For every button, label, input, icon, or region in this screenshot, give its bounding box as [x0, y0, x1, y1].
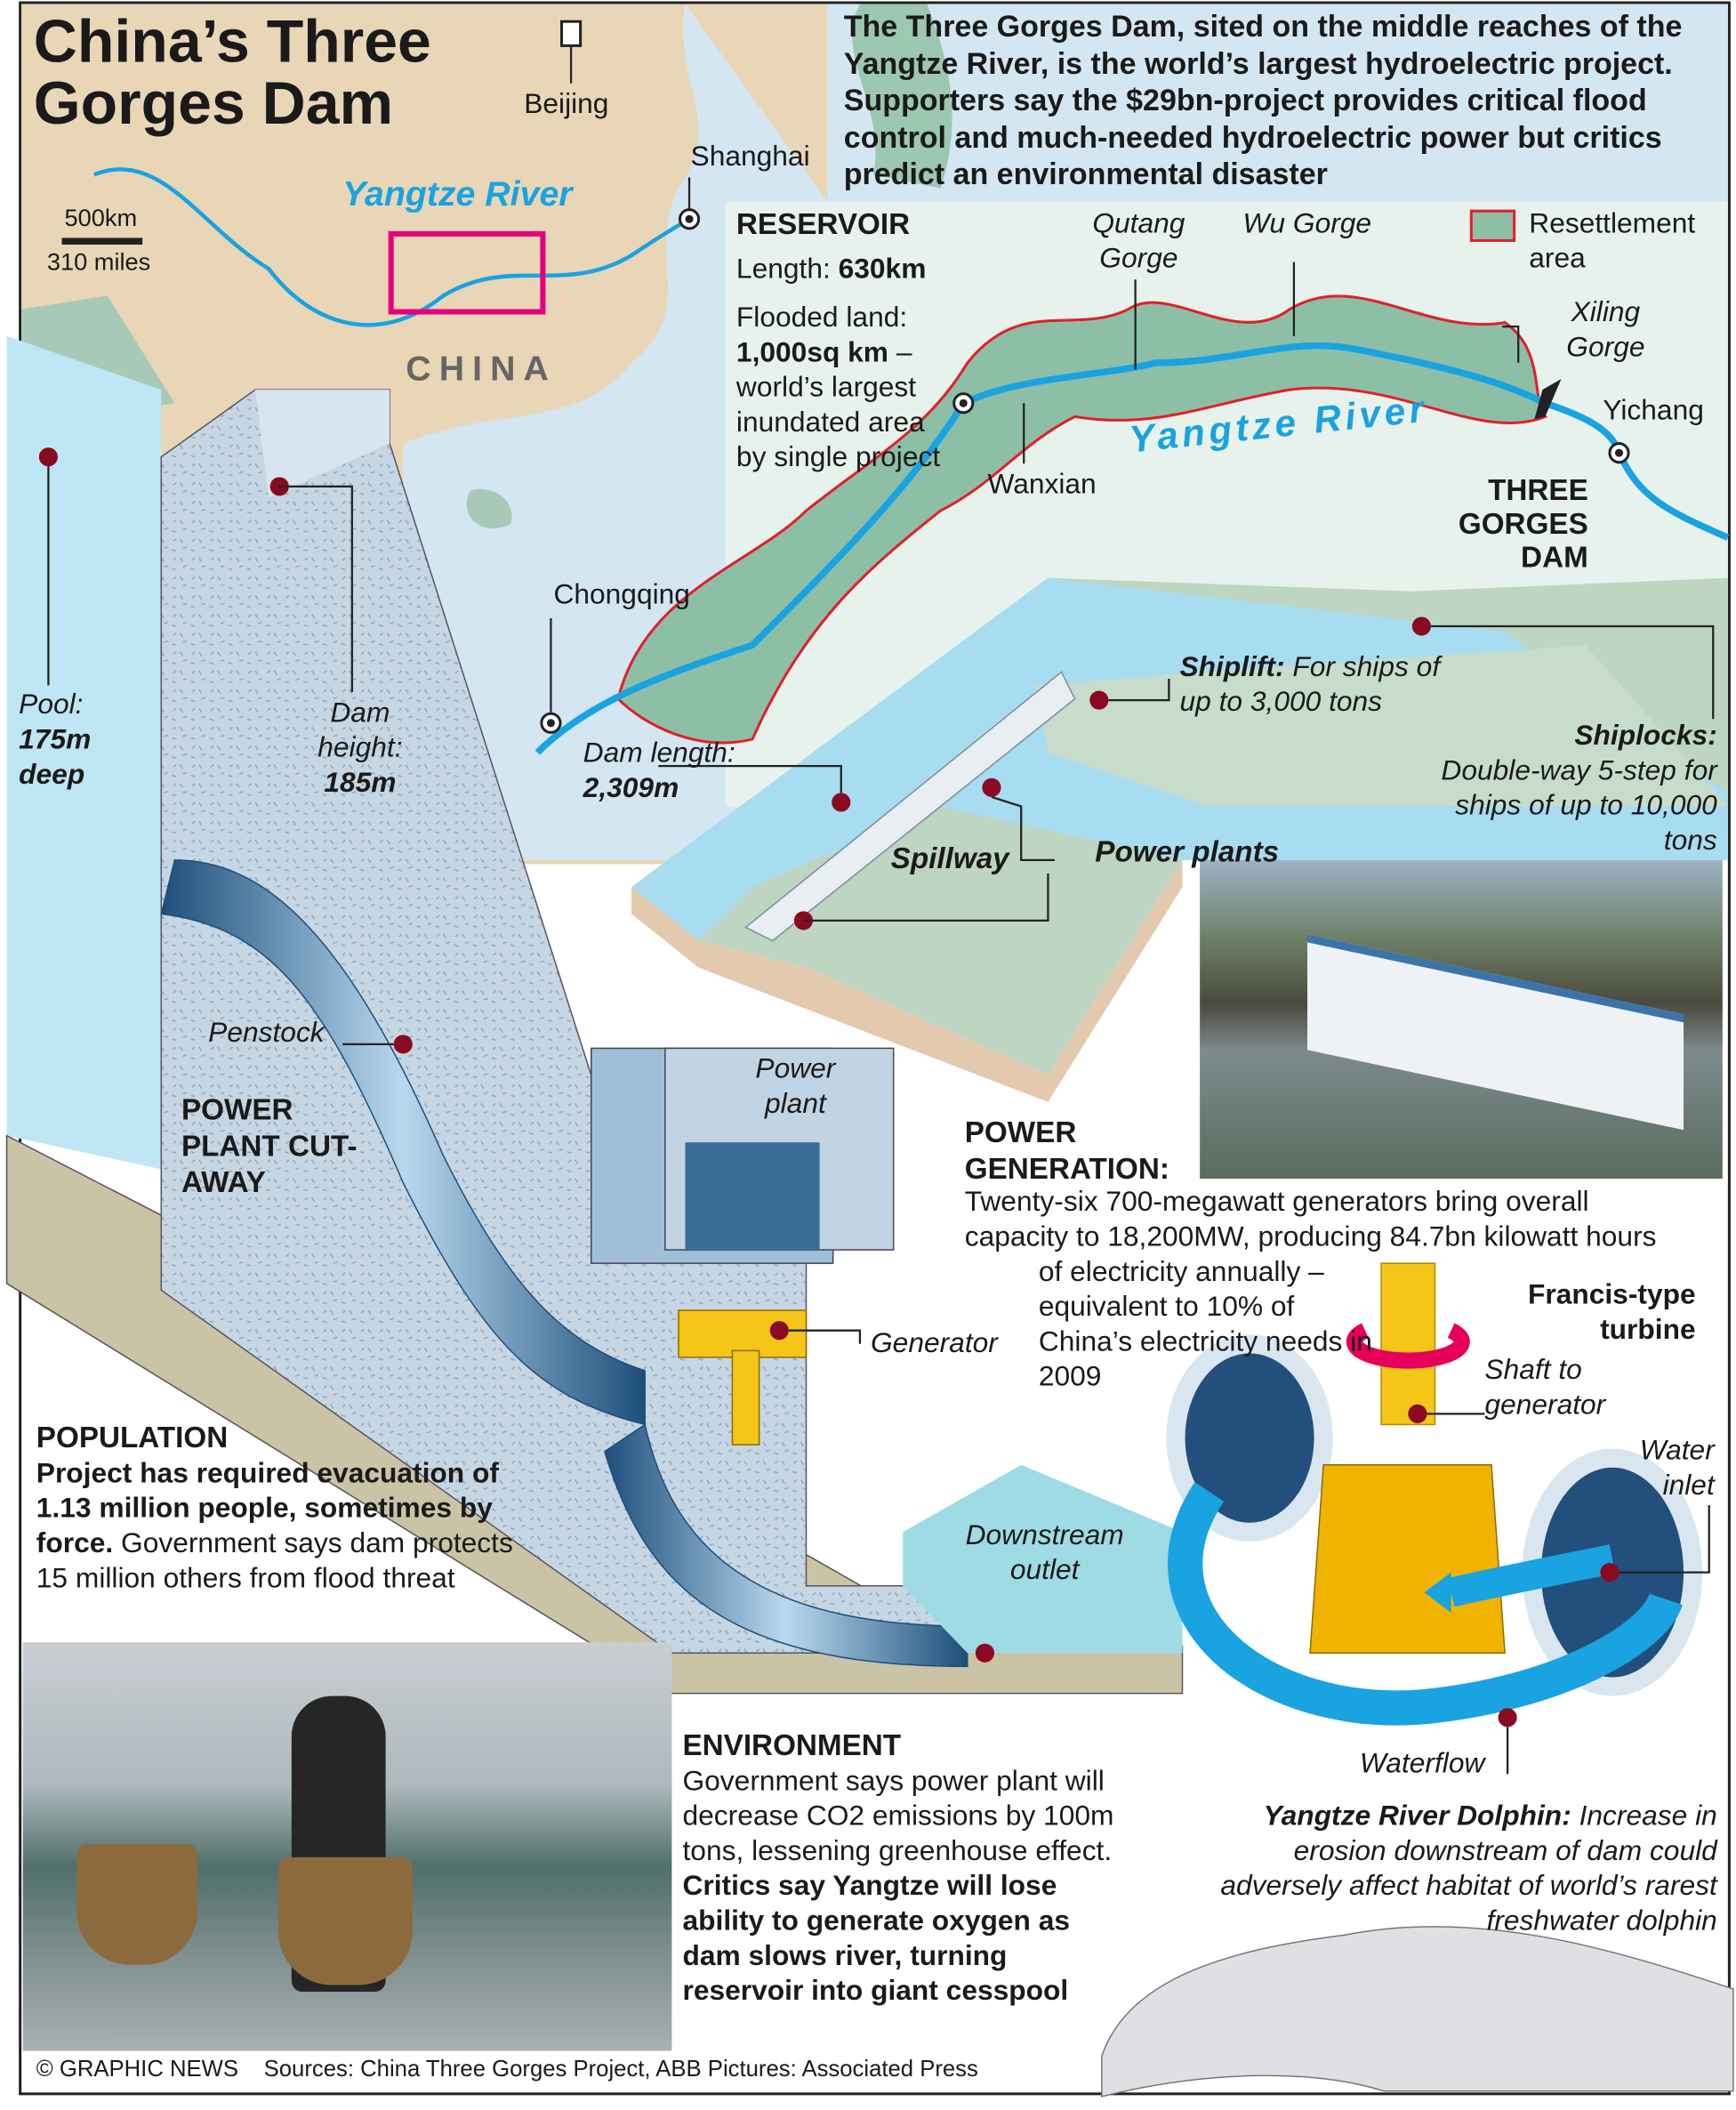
length-value: 630km — [838, 254, 927, 286]
qutang-gorge-label: Qutang Gorge — [1092, 208, 1185, 275]
footer: © GRAPHIC NEWS Sources: China Three Gorg… — [36, 2057, 978, 2082]
power-generation-text-2: capacity to 18,200MW, producing 84.7bn k… — [964, 1221, 1657, 1253]
city-beijing: Beijing — [524, 88, 609, 120]
shiplift-label: Shiplift: For ships of up to 3,000 tons — [1179, 650, 1448, 721]
shiplock-photo — [1200, 859, 1723, 1179]
rotation-arrow-icon — [1346, 1323, 1470, 1369]
waterflow-arrow-icon — [1168, 1482, 1684, 1726]
environment-bold-text: Critics say Yangtze will lose ability to… — [682, 1871, 1070, 2007]
turbine-heading: Francis-type turbine — [1527, 1279, 1696, 1346]
turbine-casing-left — [1166, 1334, 1333, 1542]
city-chongqing: Chongqing — [553, 579, 690, 610]
power-generation-text-3: of electricity annually – equivalent to … — [1038, 1256, 1372, 1393]
flooded-label: Flooded land: — [735, 302, 908, 334]
downstream-water — [903, 1464, 1183, 1654]
sea — [698, 4, 1728, 202]
resettlement-swatch — [1469, 209, 1516, 242]
dolphin-illustration — [1101, 1926, 1734, 2098]
city-yichang: Yichang — [1603, 395, 1704, 426]
shiplift-text: For ships of up to 3,000 tons — [1179, 651, 1441, 718]
dam-length-label: Dam length:2,309m — [583, 737, 735, 807]
basket — [76, 1843, 198, 1965]
waterflow-label: Waterflow — [1359, 1748, 1485, 1780]
population-heading: POPULATION — [36, 1420, 229, 1454]
page-title: China’s Three Gorges Dam — [33, 6, 431, 138]
reservoir-heading: RESERVOIR — [735, 206, 911, 241]
cutaway-heading: POWER PLANT CUT-AWAY — [181, 1092, 358, 1199]
pool-label: Pool:175m deep — [19, 689, 113, 793]
shiplocks-label: Shiplocks:Double-way 5-step for ships of… — [1424, 719, 1716, 858]
footer-credit: © GRAPHIC NEWS — [36, 2056, 239, 2082]
environment-block: ENVIRONMENT Government says power plant w… — [682, 1728, 1119, 2009]
resettlement-area — [616, 294, 1548, 745]
shaft-label: Shaft to generator — [1484, 1354, 1606, 1421]
dolphin-heading: Yangtze River Dolphin: — [1263, 1800, 1571, 1832]
footer-sources: Sources: China Three Gorges Project, ABB… — [263, 2056, 978, 2082]
outlet-pipe — [603, 1423, 968, 1668]
reservoir-flooded: Flooded land:1,000sq km – world’s larges… — [735, 302, 941, 473]
power-generation-heading: POWER GENERATION: — [964, 1115, 1169, 1186]
length-label: Length: — [735, 254, 831, 286]
korea — [852, 4, 952, 189]
flooded-value: 1,000sq km — [735, 337, 889, 368]
dam-height-value: 185m — [324, 767, 397, 799]
city-shanghai: Shanghai — [690, 141, 810, 173]
scale-km: 500km — [64, 204, 138, 231]
beijing-marker — [560, 20, 583, 47]
cruise-ship — [1307, 934, 1684, 1131]
flooded-text: world’s largest inundated area by single… — [735, 372, 941, 473]
water-inlet-label: Water inlet — [1639, 1435, 1715, 1502]
map-river-label: Yangtze River — [342, 173, 573, 214]
penstock-label: Penstock — [208, 1017, 325, 1049]
dam-length-value: 2,309m — [583, 772, 679, 804]
resettlement-legend-label: Resettlement area — [1529, 208, 1696, 275]
generator-shape — [678, 1309, 808, 1358]
intro-text: The Three Gorges Dam, sited on the middl… — [843, 9, 1683, 191]
xiling-gorge-label: Xiling Gorge — [1566, 296, 1645, 363]
highlight-box — [388, 230, 546, 315]
pool-water — [6, 335, 162, 1170]
turbine-shaft — [1380, 1262, 1436, 1426]
dam-height-text: Dam height: — [317, 697, 403, 764]
city-wanxian: Wanxian — [987, 469, 1097, 501]
spillway-structure — [744, 671, 1076, 942]
pool-value: 175m deep — [19, 724, 92, 791]
pool-text: Pool: — [19, 689, 84, 721]
spillway-label: Spillway — [890, 841, 1009, 875]
scale-miles: 310 miles — [46, 248, 151, 276]
power-plants-label: Power plants — [1095, 834, 1280, 868]
population-text: Government says dam protects 15 million … — [36, 1527, 513, 1594]
dam-marker — [1534, 379, 1562, 420]
wu-gorge-label: Wu Gorge — [1242, 208, 1372, 239]
population-bold-text: Project has required evacuation of 1.13 … — [36, 1458, 499, 1559]
population-block: POPULATION Project has required evacuatio… — [36, 1421, 520, 1597]
yangtze-map-river — [92, 167, 691, 327]
shiplift-heading: Shiplift: — [1179, 651, 1285, 683]
country-label: CHINA — [406, 348, 557, 389]
red-markers — [38, 447, 1619, 1727]
downstream-outlet-label: Downstream outlet — [965, 1519, 1124, 1586]
three-gorges-dam-label: THREE GORGES DAM — [1458, 472, 1588, 575]
power-generation-text-1: Twenty-six 700-megawatt generators bring… — [964, 1187, 1589, 1218]
generator-label: Generator — [870, 1327, 998, 1359]
environment-heading: ENVIRONMENT — [682, 1727, 902, 1762]
basket — [277, 1856, 413, 1985]
dam-length-text: Dam length: — [583, 737, 735, 769]
shiplocks-heading: Shiplocks: — [1574, 720, 1717, 752]
turbine-runner — [1309, 1464, 1506, 1655]
shiplocks-text: Double-way 5-step for ships of up to 10,… — [1441, 755, 1717, 857]
scale-bar — [61, 238, 143, 245]
porter-photo — [22, 1642, 672, 2051]
reservoir-length: Length: 630km — [736, 253, 926, 287]
power-plant-label: Power plant — [755, 1053, 836, 1120]
dam-model-edge — [631, 859, 1183, 1102]
dolphin-block: Yangtze River Dolphin: Increase in erosi… — [1202, 1800, 1717, 1939]
environment-text: Government says power plant will decreas… — [682, 1766, 1114, 1867]
dam-height-label: Dam height:185m — [306, 697, 414, 801]
yangtze-reservoir-river — [534, 342, 1730, 755]
dolphin-text: Increase in erosion downstream of dam co… — [1220, 1800, 1717, 1937]
